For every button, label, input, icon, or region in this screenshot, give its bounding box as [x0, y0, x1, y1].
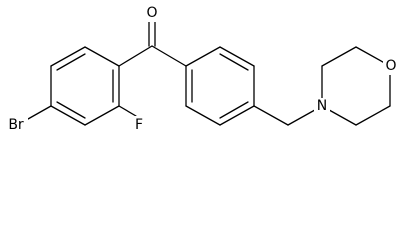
bond-carbonyl-left — [118, 45, 153, 67]
atom-label-n: N — [317, 98, 327, 114]
bond-right-ring-4 — [219, 105, 255, 126]
bond-c-f — [118, 105, 137, 117]
chemical-structure: O Br F N O — [3, 5, 398, 133]
bond-left-ring-2 — [50, 46, 86, 67]
atom-carbonyl-oxygen: O — [145, 5, 159, 22]
atom-label-o-morpholine: O — [385, 58, 396, 74]
bond-left-ring-inner-1 — [56, 53, 86, 71]
bond-left-ring-1 — [84, 46, 120, 67]
structure-canvas: O Br F N O — [3, 5, 398, 133]
atom-fluorine: F — [133, 116, 146, 133]
bond-carbonyl-right — [151, 45, 187, 67]
bond-morpholine-5 — [355, 105, 391, 126]
atom-label-br: Br — [8, 117, 24, 133]
atom-nitrogen: N — [314, 98, 330, 115]
bond-left-ring-inner-2 — [56, 101, 86, 119]
atom-morpholine-oxygen: O — [383, 58, 398, 75]
bond-morpholine-2 — [321, 46, 357, 67]
bond-left-ring-4 — [50, 105, 86, 126]
bond-right-ring-1 — [185, 46, 221, 67]
bond-right-ring-2 — [219, 46, 255, 67]
bond-left-ring-5 — [84, 105, 120, 126]
atom-bromine: Br — [3, 116, 28, 133]
bond-right-ring-inner-1 — [219, 53, 249, 71]
bond-c-br — [27, 105, 52, 120]
bond-right-ring-5 — [185, 105, 221, 126]
atom-label-o-carbonyl: O — [146, 5, 157, 21]
bond-right-ring-inner-2 — [219, 101, 249, 119]
atom-label-f: F — [135, 117, 143, 133]
bond-ring-ch2 — [253, 105, 289, 126]
